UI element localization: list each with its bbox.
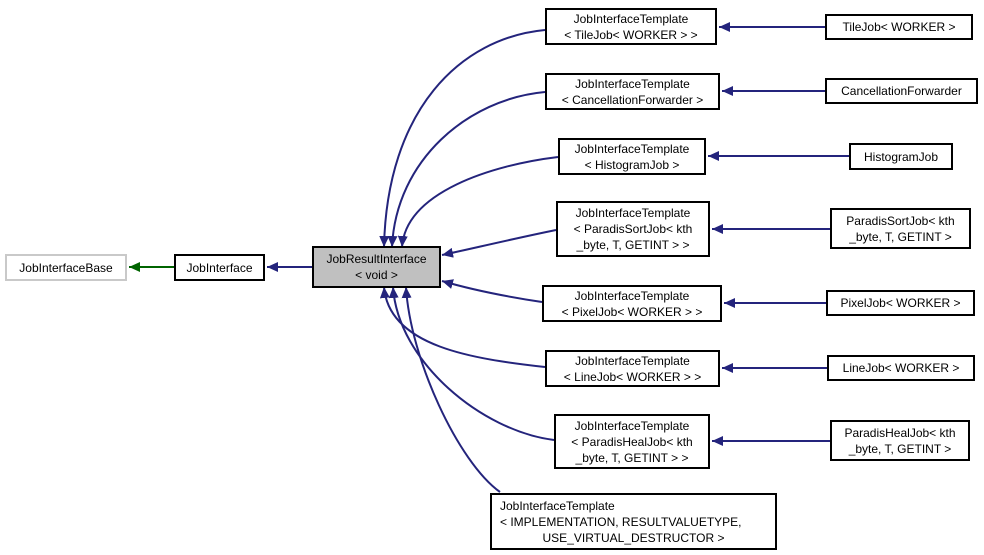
node-concrete-tilejob[interactable]: TileJob< WORKER > [825, 14, 973, 40]
edge-template-histogramjob-to-focus [397, 156, 559, 248]
node-template-linejob[interactable]: JobInterfaceTemplate < LineJob< WORKER >… [545, 350, 720, 387]
node-template-paradissortjob[interactable]: JobInterfaceTemplate < ParadisSortJob< k… [556, 201, 710, 257]
edge-template-cancellationforwarder-to-focus [387, 91, 546, 248]
node-concrete-cancellationforwarder[interactable]: CancellationForwarder [825, 78, 978, 104]
node-concrete-paradissortjob[interactable]: ParadisSortJob< kth _byte, T, GETINT > [830, 208, 971, 249]
node-template-cancellationforwarder[interactable]: JobInterfaceTemplate < CancellationForwa… [545, 73, 720, 110]
node-template-paradishealjob[interactable]: JobInterfaceTemplate < ParadisHealJob< k… [554, 414, 710, 469]
node-jobinterface[interactable]: JobInterface [174, 254, 265, 281]
node-concrete-pixeljob[interactable]: PixelJob< WORKER > [826, 290, 975, 316]
node-template-pixeljob[interactable]: JobInterfaceTemplate < PixelJob< WORKER … [542, 285, 722, 322]
edge-template-paradishealjob-to-focus [388, 286, 555, 441]
node-template-implementation-line3: USE_VIRTUAL_DESTRUCTOR > [542, 530, 725, 545]
node-jobinterfacebase: JobInterfaceBase [5, 254, 127, 281]
edge-template-implementation-to-focus [401, 286, 501, 493]
edge-template-paradissortjob-to-focus [441, 229, 557, 258]
node-jobresultinterface: JobResultInterface < void > [312, 246, 441, 288]
edge-template-linejob-to-focus [379, 286, 546, 368]
node-concrete-histogramjob[interactable]: HistogramJob [849, 143, 953, 170]
node-template-implementation-line2: < IMPLEMENTATION, RESULTVALUETYPE, [500, 514, 742, 529]
node-concrete-linejob[interactable]: LineJob< WORKER > [827, 355, 975, 381]
edge-template-pixeljob-to-focus [441, 279, 543, 303]
node-concrete-paradishealjob[interactable]: ParadisHealJob< kth _byte, T, GETINT > [830, 420, 970, 461]
node-template-histogramjob[interactable]: JobInterfaceTemplate < HistogramJob > [558, 138, 706, 175]
edge-template-tilejob-to-focus [379, 29, 546, 248]
node-template-tilejob[interactable]: JobInterfaceTemplate < TileJob< WORKER >… [545, 8, 717, 45]
node-template-implementation[interactable]: JobInterfaceTemplate < IMPLEMENTATION, R… [490, 493, 777, 550]
node-template-implementation-line1: JobInterfaceTemplate [500, 498, 615, 513]
